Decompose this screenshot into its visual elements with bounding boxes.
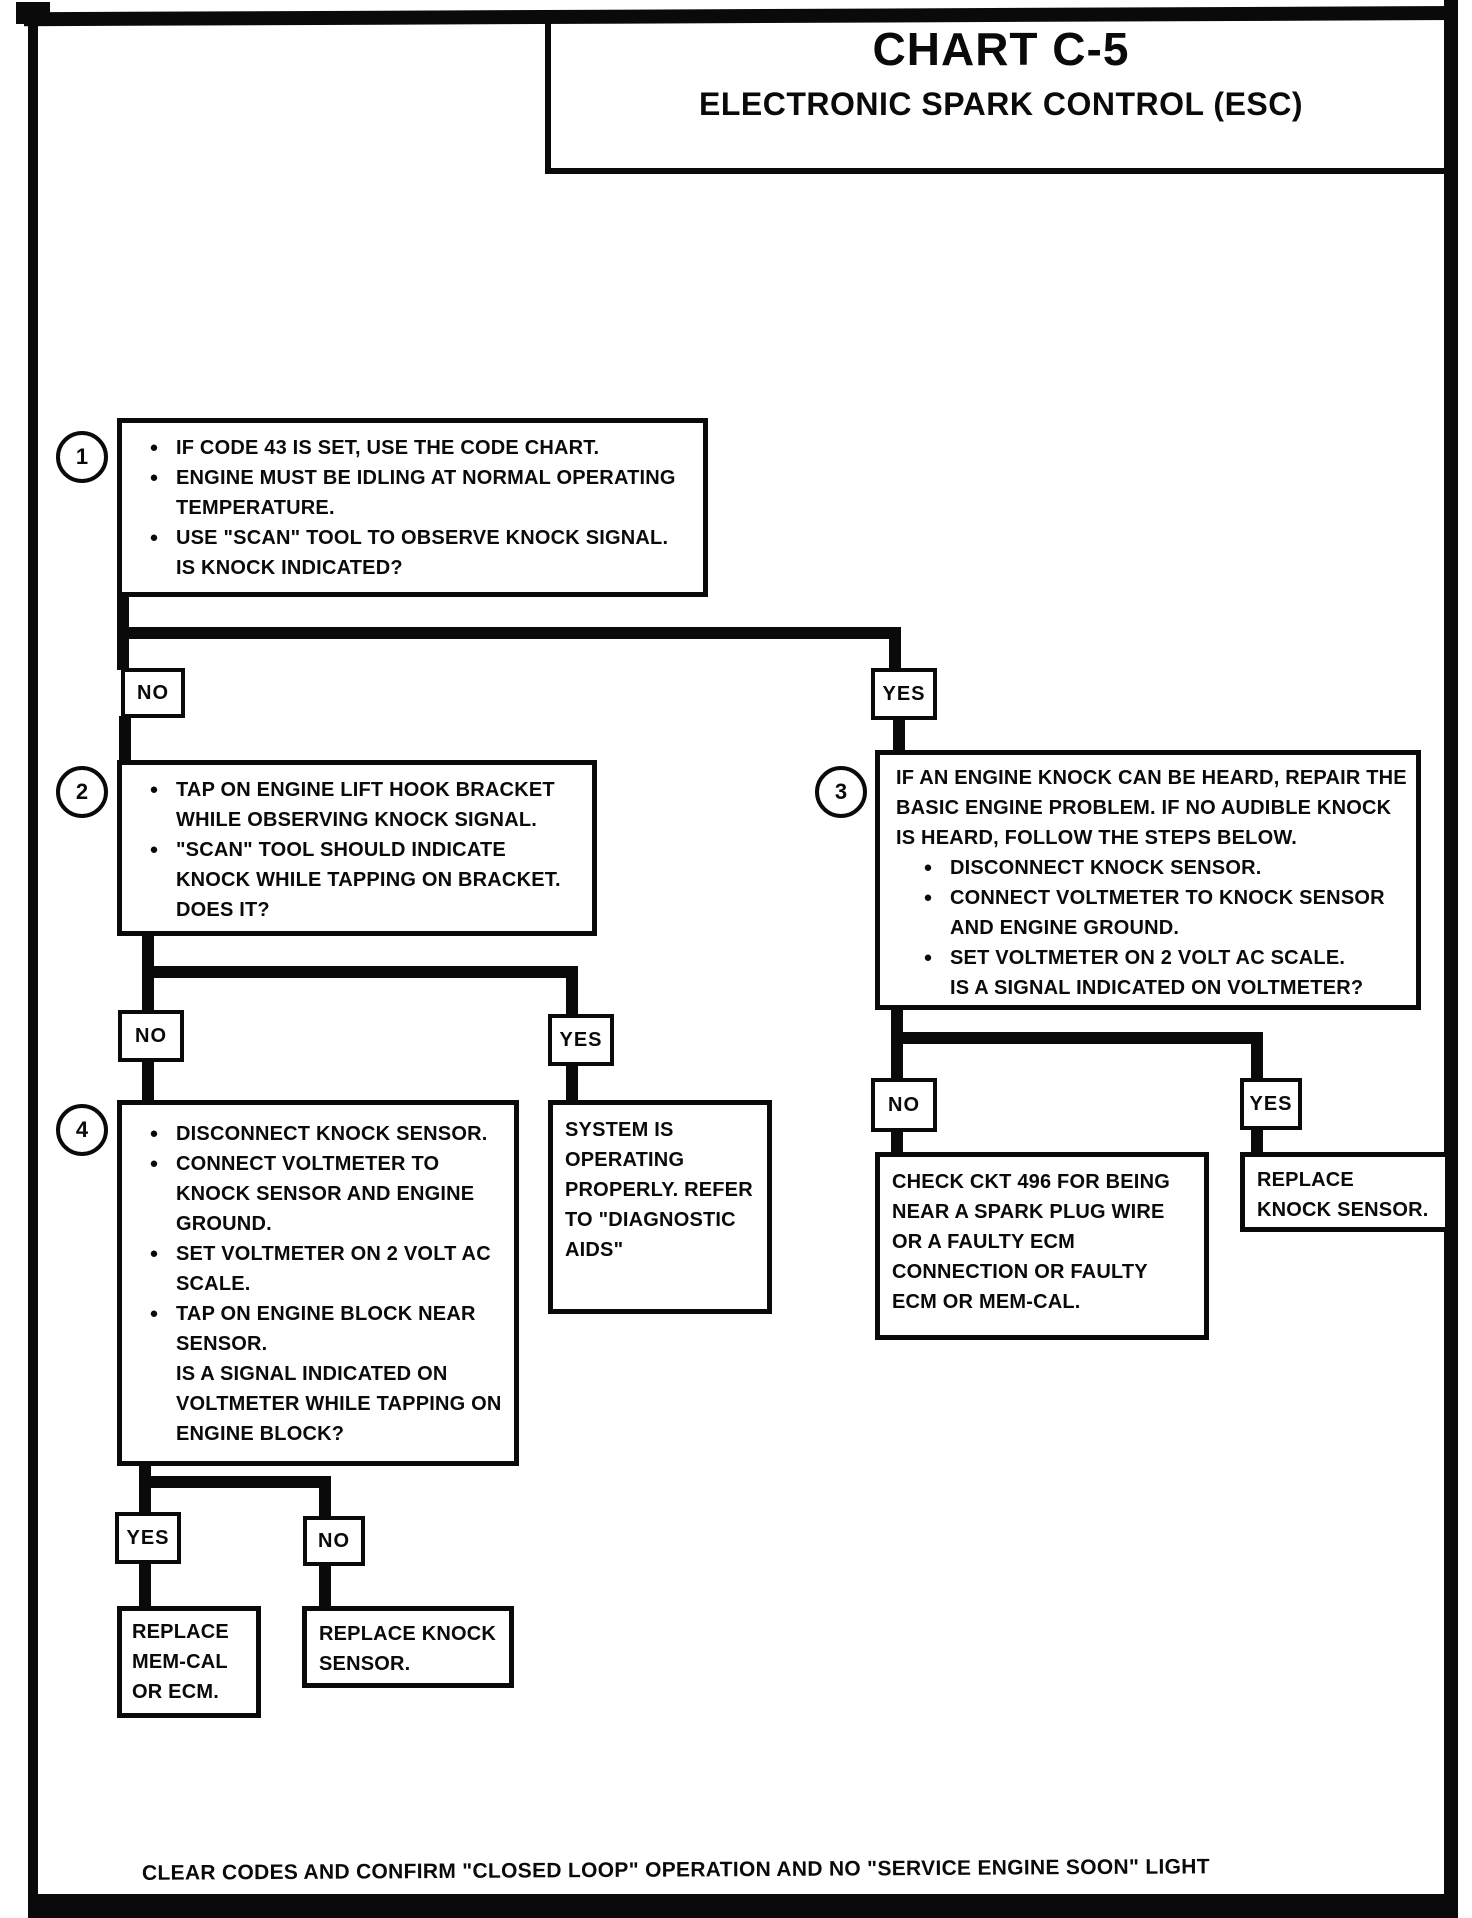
step-2-bullet-1: TAP ON ENGINE LIFT HOOK BRACKET WHILE OB…: [176, 779, 555, 831]
bullet-icon: ●: [149, 1155, 159, 1172]
step-4-bullet-2: CONNECT VOLTMETER TO KNOCK SENSOR AND EN…: [176, 1153, 475, 1235]
page-border-left: [28, 10, 38, 1918]
step-2-bullet-2: "SCAN" TOOL SHOULD INDICATE KNOCK WHILE …: [176, 839, 561, 891]
step-2-box: ● TAP ON ENGINE LIFT HOOK BRACKET WHILE …: [117, 760, 597, 936]
connector-yes2-systemok: [566, 1064, 578, 1102]
step-1-item: ● ENGINE MUST BE IDLING AT NORMAL OPERAT…: [132, 463, 695, 523]
decision-yes-step4: YES: [115, 1512, 181, 1564]
connector-step1-horizontal: [117, 627, 901, 639]
bullet-icon: ●: [149, 781, 159, 798]
connector-no2-step4: [142, 1060, 154, 1102]
page-border-right: [1444, 0, 1458, 1918]
step-1-box: ● IF CODE 43 IS SET, USE THE CODE CHART.…: [117, 418, 708, 597]
step-4-item: ● TAP ON ENGINE BLOCK NEAR SENSOR.: [132, 1299, 506, 1359]
step-3-box: IF AN ENGINE KNOCK CAN BE HEARD, REPAIR …: [875, 750, 1421, 1010]
bullet-icon: ●: [149, 1305, 159, 1322]
chart-subtitle: ELECTRONIC SPARK CONTROL (ESC): [698, 86, 1304, 122]
step-2-question: DOES IT?: [176, 899, 270, 921]
page-border-bottom: [28, 1894, 1458, 1918]
step-1-question: IS KNOCK INDICATED?: [176, 557, 403, 579]
decision-yes-step1: YES: [871, 668, 937, 720]
outcome-system-ok-box: SYSTEM IS OPERATING PROPERLY. REFER TO "…: [548, 1100, 772, 1314]
outcome-replace-knock-sensor-right-box: REPLACE KNOCK SENSOR.: [1240, 1152, 1450, 1232]
title-box-left-border: [545, 14, 551, 172]
step-3-bullet-1: DISCONNECT KNOCK SENSOR.: [950, 857, 1262, 879]
bullet-icon: ●: [923, 949, 933, 966]
connector-step1-yes-down: [889, 627, 901, 670]
decision-no-step1: NO: [121, 668, 185, 718]
bullet-icon: ●: [149, 529, 159, 546]
bullet-icon: ●: [923, 889, 933, 906]
step-4-bullet-1: DISCONNECT KNOCK SENSOR.: [176, 1123, 488, 1145]
outcome-replace-knock-sensor-bottom-box: REPLACE KNOCK SENSOR.: [302, 1606, 514, 1688]
step-2-item: ● TAP ON ENGINE LIFT HOOK BRACKET WHILE …: [132, 775, 584, 835]
connector-step4-down: [139, 1464, 151, 1514]
step-4-box: ● DISCONNECT KNOCK SENSOR. ● CONNECT VOL…: [117, 1100, 519, 1466]
step-3-bullet-2: CONNECT VOLTMETER TO KNOCK SENSOR AND EN…: [950, 887, 1385, 939]
step-3-item: ● SET VOLTMETER ON 2 VOLT AC SCALE.: [906, 943, 1408, 973]
step-4-item: ● DISCONNECT KNOCK SENSOR.: [132, 1119, 506, 1149]
bullet-icon: ●: [149, 1245, 159, 1262]
step-1-number-circle: 1: [56, 431, 108, 483]
connector-step3-horizontal: [891, 1032, 1263, 1044]
step-1-item: ● USE "SCAN" TOOL TO OBSERVE KNOCK SIGNA…: [132, 523, 695, 553]
step-1-bullet-3: USE "SCAN" TOOL TO OBSERVE KNOCK SIGNAL.: [176, 527, 669, 549]
step-3-item: ● CONNECT VOLTMETER TO KNOCK SENSOR AND …: [906, 883, 1408, 943]
step-1-bullet-1: IF CODE 43 IS SET, USE THE CODE CHART.: [176, 437, 600, 459]
title-block: CHART C-5 ELECTRONIC SPARK CONTROL (ESC): [551, 22, 1451, 123]
step-3-question: IS A SIGNAL INDICATED ON VOLTMETER?: [950, 977, 1364, 999]
connector-step2-yes-down: [566, 966, 578, 1016]
connector-step4-horizontal: [139, 1476, 331, 1488]
connector-yes3-replace: [1251, 1128, 1263, 1154]
step-1-bullet-2: ENGINE MUST BE IDLING AT NORMAL OPERATIN…: [176, 467, 676, 519]
step-2-number-circle: 2: [56, 766, 108, 818]
step-3-intro: IF AN ENGINE KNOCK CAN BE HEARD, REPAIR …: [896, 767, 1407, 849]
decision-yes-step2: YES: [548, 1014, 614, 1066]
bullet-icon: ●: [923, 859, 933, 876]
bullet-icon: ●: [149, 841, 159, 858]
connector-yes4-memcal: [139, 1562, 151, 1608]
connector-step4-no-down: [319, 1476, 331, 1518]
bullet-icon: ●: [149, 439, 159, 456]
step-2-item: ● "SCAN" TOOL SHOULD INDICATE KNOCK WHIL…: [132, 835, 584, 895]
connector-step3-down: [891, 1008, 903, 1080]
connector-no1-step2: [119, 716, 131, 762]
outcome-replace-memcal-box: REPLACE MEM-CAL OR ECM.: [117, 1606, 261, 1718]
step-4-bullet-4: TAP ON ENGINE BLOCK NEAR SENSOR.: [176, 1303, 476, 1355]
bullet-icon: ●: [149, 469, 159, 486]
step-4-number-circle: 4: [56, 1104, 108, 1156]
decision-no-step4: NO: [303, 1516, 365, 1566]
connector-step3-yes-down: [1251, 1032, 1263, 1080]
connector-no4-replace: [319, 1564, 331, 1608]
step-1-item: ● IF CODE 43 IS SET, USE THE CODE CHART.: [132, 433, 695, 463]
decision-yes-step3: YES: [1240, 1078, 1302, 1130]
step-3-bullet-3: SET VOLTMETER ON 2 VOLT AC SCALE.: [950, 947, 1346, 969]
step-3-number-circle: 3: [815, 766, 867, 818]
outcome-check-ckt496-box: CHECK CKT 496 FOR BEING NEAR A SPARK PLU…: [875, 1152, 1209, 1340]
connector-yes1-step3: [893, 718, 905, 752]
step-4-bullet-3: SET VOLTMETER ON 2 VOLT AC SCALE.: [176, 1243, 491, 1295]
step-4-item: ● CONNECT VOLTMETER TO KNOCK SENSOR AND …: [132, 1149, 506, 1239]
step-4-item: ● SET VOLTMETER ON 2 VOLT AC SCALE.: [132, 1239, 506, 1299]
footer-instruction: CLEAR CODES AND CONFIRM "CLOSED LOOP" OP…: [141, 1855, 1210, 1885]
chart-title: CHART C-5: [872, 23, 1130, 75]
title-box-bottom-border: [545, 168, 1458, 174]
decision-no-step2: NO: [118, 1010, 184, 1062]
step-3-item: ● DISCONNECT KNOCK SENSOR.: [906, 853, 1408, 883]
step-4-question: IS A SIGNAL INDICATED ON VOLTMETER WHILE…: [176, 1363, 502, 1445]
bullet-icon: ●: [149, 1125, 159, 1142]
decision-no-step3: NO: [871, 1078, 937, 1132]
connector-step2-horizontal: [142, 966, 578, 978]
connector-no3-checkckt: [891, 1130, 903, 1154]
